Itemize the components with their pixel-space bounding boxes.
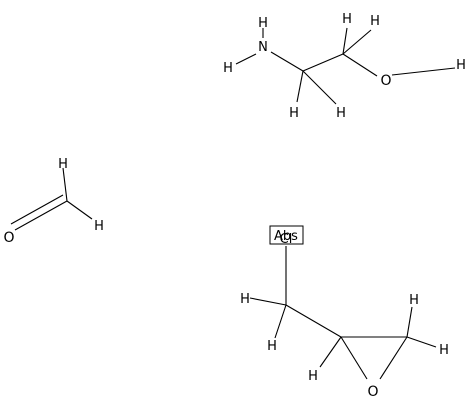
- bond-c-h-right: [66, 200, 93, 220]
- atom-h-o: H: [456, 58, 466, 73]
- bond-c-h-top: [62, 167, 68, 202]
- bond-ring-ch2-h-top: [406, 306, 413, 338]
- bond-n-h-left: [235, 53, 257, 65]
- atom-h-ch2-left: H: [240, 292, 250, 307]
- atom-h-ring-ch2-top: H: [409, 293, 419, 308]
- atom-h-c2-a: H: [342, 12, 352, 27]
- bond-ch2-h-bottom: [274, 304, 287, 339]
- atom-o-epoxide: O: [367, 384, 378, 400]
- bond-c-o-1: [14, 200, 68, 231]
- bond-c2-h-b: [342, 29, 372, 55]
- atom-h-c1-a: H: [289, 106, 299, 121]
- atom-h-c1-b: H: [336, 106, 346, 121]
- bond-c2-h-a: [342, 27, 348, 55]
- bond-ch2-ring-c: [285, 304, 342, 338]
- bond-c2-o: [342, 53, 378, 77]
- atom-cl: Cl: [280, 232, 293, 247]
- bond-c1-h-b: [302, 70, 337, 105]
- bond-ch2-h-left: [249, 297, 287, 306]
- abs-stereo-label: Abs: [274, 229, 298, 244]
- atom-h-n-left: H: [223, 61, 233, 76]
- bond-c1-c2: [302, 53, 344, 72]
- atom-n: N: [258, 40, 268, 55]
- abs-stereo-box: [269, 225, 304, 245]
- bond-o-h: [391, 67, 456, 76]
- ethanolamine-molecule: H N H H H H H O H: [223, 12, 466, 121]
- bond-n-c1: [270, 51, 304, 72]
- atom-h-ch2-bottom: H: [267, 339, 277, 354]
- bond-c1-h-a: [296, 70, 304, 103]
- bond-ring-ch2-o: [379, 336, 408, 380]
- atom-h-n-top: H: [258, 16, 268, 31]
- atom-o: O: [380, 73, 391, 89]
- atom-h-c2-b: H: [370, 14, 380, 29]
- formaldehyde-molecule: H O H: [3, 157, 103, 246]
- epichlorohydrin-molecule: Abs Cl H H H O H H: [240, 225, 449, 400]
- bond-ring-c-o: [340, 336, 368, 380]
- bond-ring-ch2-h-right: [406, 336, 437, 348]
- atom-h-top: H: [58, 157, 68, 172]
- atom-h-ring-c: H: [308, 369, 318, 384]
- bond-ring-c-h: [319, 336, 342, 368]
- atom-h-ring-ch2-right: H: [439, 343, 449, 358]
- atom-h-right: H: [94, 219, 104, 234]
- bond-c-o-2: [10, 194, 64, 225]
- atom-o: O: [3, 230, 14, 246]
